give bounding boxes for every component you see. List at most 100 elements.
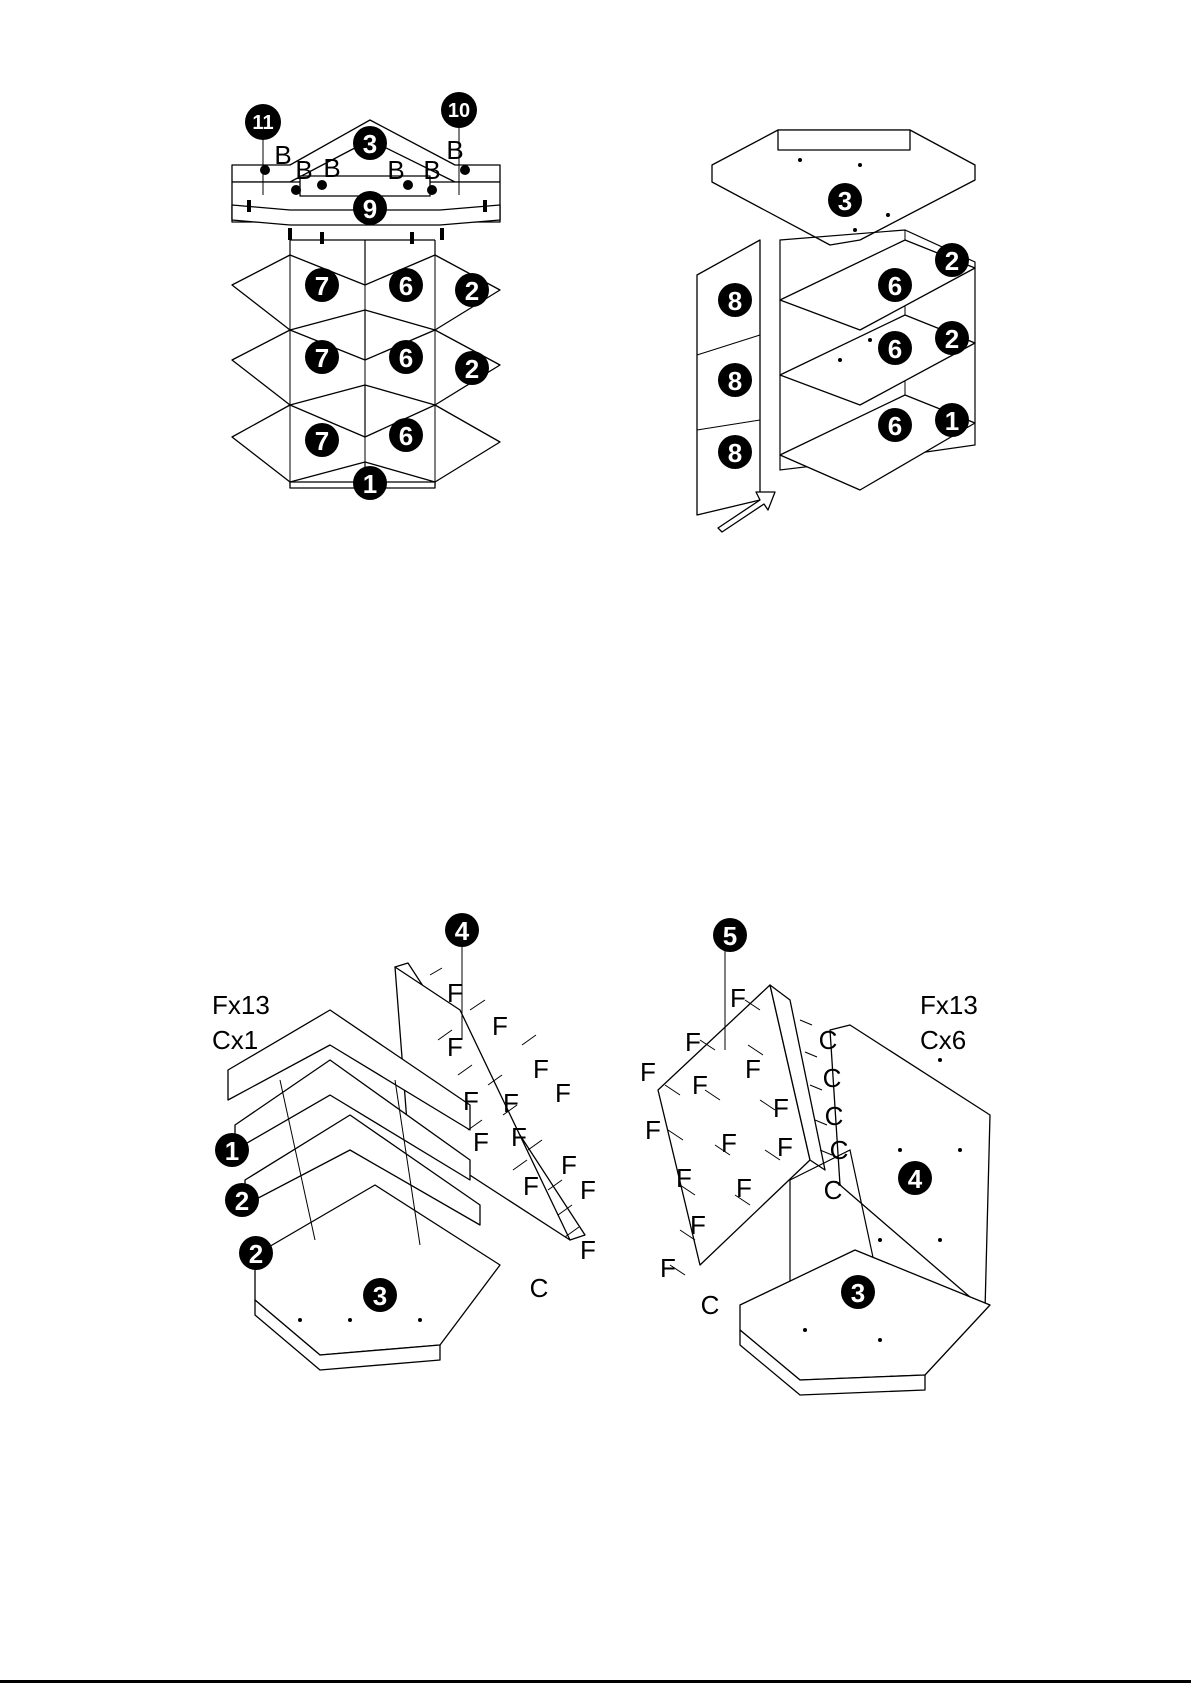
part-number-label: 6 [888, 334, 902, 364]
part-number-callout: 2 [935, 321, 969, 355]
part-number-callout: 7 [305, 340, 339, 374]
hardware-letter: B [295, 155, 312, 185]
hardware-quantity: Cx6 [920, 1025, 966, 1055]
part-number-label: 8 [728, 366, 742, 396]
hardware-letter: F [730, 983, 746, 1013]
part-number-callout: 1 [935, 403, 969, 437]
hardware-letter: F [492, 1011, 508, 1041]
page-bottom-border [0, 1680, 1191, 1683]
hardware-quantity: Cx1 [212, 1025, 258, 1055]
part-number-callout: 8 [718, 363, 752, 397]
part-number-label: 7 [315, 271, 329, 301]
hardware-quantity: Fx13 [920, 990, 978, 1020]
part-number-label: 2 [465, 354, 479, 384]
hardware-letter: F [447, 1032, 463, 1062]
step-top-left-figure [232, 120, 500, 488]
hardware-letter: F [721, 1128, 737, 1158]
part-number-label: 6 [888, 271, 902, 301]
part-number-callout: 2 [225, 1183, 259, 1217]
part-number-callout: 10 [441, 92, 477, 128]
part-number-callout: 2 [455, 273, 489, 307]
hardware-letter: F [660, 1253, 676, 1283]
hardware-letter: F [773, 1093, 789, 1123]
hardware-letter: F [692, 1070, 708, 1100]
part-number-callout: 4 [445, 913, 479, 947]
hardware-letter: F [447, 978, 463, 1008]
hardware-letter: F [561, 1150, 577, 1180]
part-number-label: 7 [315, 343, 329, 373]
hardware-letter: F [676, 1163, 692, 1193]
back-rail [778, 130, 910, 150]
hardware-letter: C [824, 1175, 843, 1205]
part-number-callout: 8 [718, 283, 752, 317]
hardware-letter: F [777, 1132, 793, 1162]
hardware-letter: F [555, 1078, 571, 1108]
part-number-label: 6 [399, 343, 413, 373]
part-number-label: 4 [908, 1164, 923, 1194]
hardware-letter: C [819, 1025, 838, 1055]
part-number-label: 6 [888, 411, 902, 441]
part-number-callout: 3 [841, 1275, 875, 1309]
part-number-label: 10 [448, 100, 470, 122]
hardware-letter: B [423, 155, 440, 185]
hardware-letter: B [387, 155, 404, 185]
part-number-label: 8 [728, 286, 742, 316]
part-number-label: 3 [363, 129, 377, 159]
part-number-callout: 1 [353, 466, 387, 500]
part-number-callout: 8 [718, 435, 752, 469]
part-number-label: 2 [945, 246, 959, 276]
part-number-callout: 1 [215, 1133, 249, 1167]
hardware-letter: F [745, 1054, 761, 1084]
part-number-label: 6 [399, 421, 413, 451]
hardware-letter: F [503, 1088, 519, 1118]
hardware-quantity: Fx13 [212, 990, 270, 1020]
part-number-callout: 6 [389, 268, 423, 302]
hardware-letter: F [473, 1127, 489, 1157]
part-number-callout: 4 [898, 1161, 932, 1195]
part-number-callout: 3 [828, 183, 862, 217]
hardware-letter: F [645, 1115, 661, 1145]
hardware-letter: C [823, 1063, 842, 1093]
part-number-callout: 3 [353, 126, 387, 160]
part-number-label: 2 [945, 324, 959, 354]
part-number-callout: 2 [455, 351, 489, 385]
part-number-callout: 7 [305, 423, 339, 457]
part-number-callout: 6 [878, 331, 912, 365]
part-number-callout: 6 [878, 408, 912, 442]
part-number-label: 9 [363, 194, 377, 224]
part-number-callout: 5 [713, 918, 747, 952]
part-number-label: 2 [235, 1186, 249, 1216]
hardware-letter: F [736, 1173, 752, 1203]
hardware-letter: B [323, 153, 340, 183]
hardware-letter: F [640, 1057, 656, 1087]
part-number-label: 1 [363, 469, 377, 499]
part-number-callout: 6 [389, 340, 423, 374]
part-number-callout: 6 [389, 418, 423, 452]
part-number-callout: 6 [878, 268, 912, 302]
part-number-label: 1 [225, 1136, 239, 1166]
part-number-callout: 11 [245, 104, 281, 140]
hardware-letter: B [446, 135, 463, 165]
hardware-letter: F [685, 1027, 701, 1057]
hardware-letter: C [701, 1290, 720, 1320]
hardware-letter: C [530, 1273, 549, 1303]
part-number-label: 5 [723, 921, 737, 951]
part-number-label: 3 [838, 186, 852, 216]
part-number-label: 3 [851, 1278, 865, 1308]
part-number-callout: 2 [239, 1236, 273, 1270]
part-number-label: 8 [728, 438, 742, 468]
part-number-label: 3 [373, 1281, 387, 1311]
part-number-label: 4 [455, 916, 470, 946]
hardware-letter: F [580, 1175, 596, 1205]
hardware-letter: C [830, 1135, 849, 1165]
part-number-callout: 3 [363, 1278, 397, 1312]
hardware-letter: F [511, 1122, 527, 1152]
part-number-label: 6 [399, 271, 413, 301]
panel-4-face [395, 967, 570, 1240]
part-number-callout: 7 [305, 268, 339, 302]
part-number-label: 7 [315, 426, 329, 456]
hardware-letter: F [533, 1054, 549, 1084]
part-number-label: 2 [465, 276, 479, 306]
